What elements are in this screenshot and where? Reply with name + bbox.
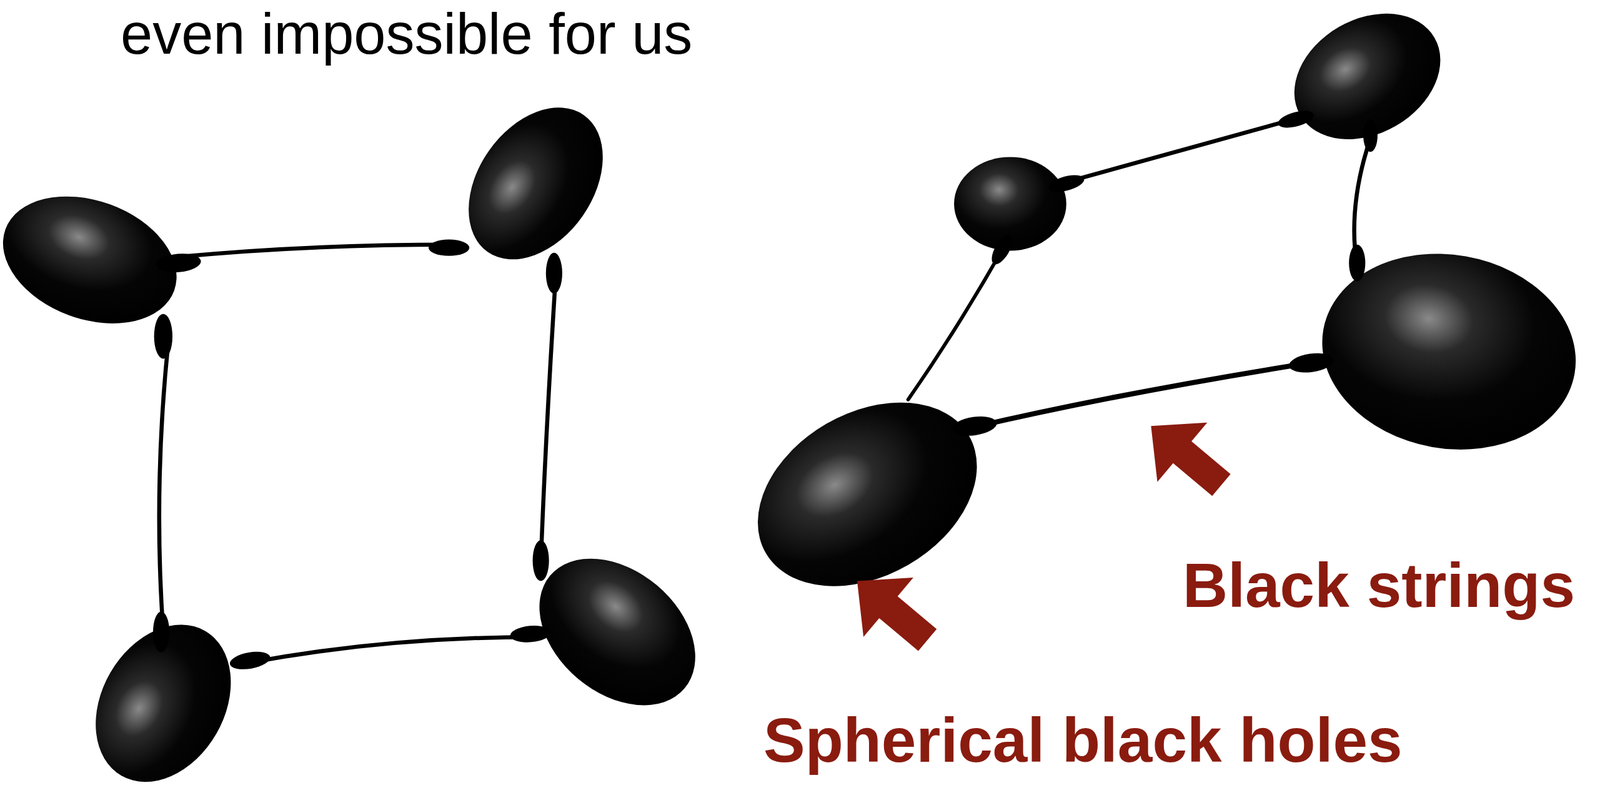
callout-label: Spherical black holes [763,704,1403,777]
pointer-arrow [832,396,1247,671]
left-configuration [0,82,725,793]
heading-fragment: even impossible for us [120,1,693,68]
right-configuration [724,0,1592,625]
callout-label: Black strings [1182,549,1576,622]
